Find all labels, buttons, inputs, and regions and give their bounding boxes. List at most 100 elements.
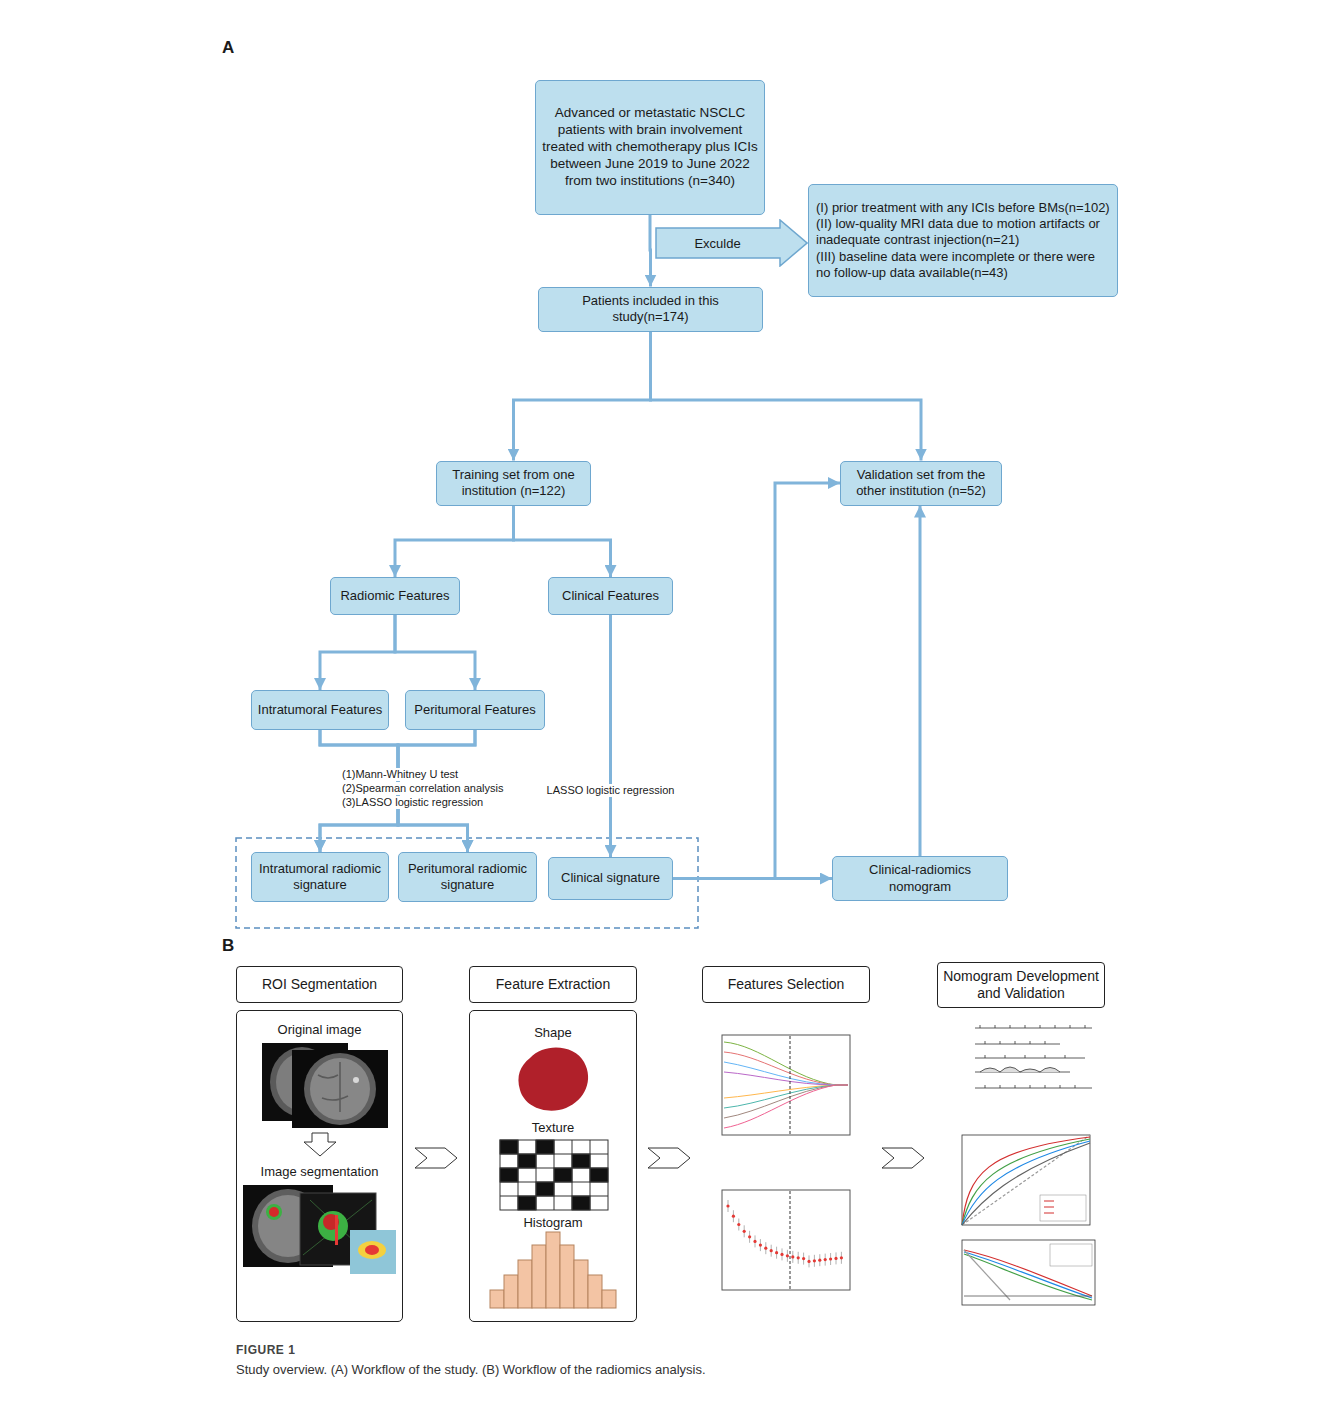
text-wrap: (I) prior treatment with any ICIs before… bbox=[816, 200, 1110, 281]
nomogram-sketch bbox=[980, 1067, 1060, 1072]
block-arrow-outline bbox=[656, 220, 807, 266]
connector bbox=[320, 615, 395, 690]
histogram-bars bbox=[490, 1232, 616, 1308]
step-panel: Original imageImage segmentation bbox=[236, 1010, 403, 1322]
box-text: Intratumoral radiomic signature bbox=[257, 861, 383, 894]
decision-curve-plot bbox=[962, 1240, 1095, 1305]
cv-point bbox=[802, 1257, 805, 1260]
box-text: Peritumoral radiomic signature bbox=[404, 861, 531, 894]
connector bbox=[673, 877, 832, 880]
texture-grid bbox=[518, 1154, 536, 1168]
signature-group-frame bbox=[236, 838, 698, 928]
text-wrap: Training set from one institution (n=122… bbox=[442, 467, 585, 500]
cross-validation-plot bbox=[722, 1190, 850, 1290]
text-wrap: Patients included in this study(n=174) bbox=[544, 293, 757, 326]
texture-grid bbox=[536, 1140, 554, 1154]
box-text: Training set from one institution (n=122… bbox=[442, 467, 585, 500]
mri-segmentation bbox=[365, 1245, 379, 1255]
process-box: Training set from one institution (n=122… bbox=[436, 461, 591, 506]
cv-point bbox=[840, 1256, 843, 1259]
chevron-symbol bbox=[648, 1148, 690, 1168]
lasso-coefficient-plot bbox=[724, 1085, 848, 1128]
histogram-bars bbox=[560, 1245, 574, 1308]
box-text: ROI Segmentation bbox=[242, 976, 397, 993]
lasso-coefficient-plot bbox=[722, 1035, 850, 1135]
cv-point bbox=[753, 1240, 756, 1243]
lasso-coefficient-plot bbox=[724, 1062, 848, 1085]
step-panel: ShapeTextureHistogram bbox=[469, 1010, 637, 1322]
text-wrap: Features Selection bbox=[708, 976, 864, 993]
shape-blob bbox=[518, 1047, 588, 1110]
lasso-coefficient-plot bbox=[724, 1052, 848, 1085]
text-wrap: Peritumoral radiomic signature bbox=[404, 861, 531, 894]
lasso-coefficient-plot bbox=[790, 1036, 791, 1134]
text-wrap: Radiomic Features bbox=[336, 588, 454, 604]
box-text: (I) prior treatment with any ICIs before… bbox=[816, 200, 1110, 216]
cross-validation-plot bbox=[790, 1191, 791, 1289]
nomogram-sketch bbox=[975, 1028, 1092, 1088]
cv-point bbox=[732, 1215, 735, 1218]
box-text: Exculde bbox=[655, 236, 780, 251]
lasso-coefficient-plot bbox=[724, 1085, 848, 1098]
cv-point bbox=[791, 1255, 794, 1258]
process-box: Patients included in this study(n=174) bbox=[538, 287, 763, 332]
text-wrap: Clinical-radiomics nomogram bbox=[838, 862, 1002, 895]
chevron-symbol bbox=[882, 1148, 924, 1168]
mri-segmentation bbox=[266, 1204, 282, 1220]
cv-point bbox=[759, 1244, 762, 1247]
down-arrow bbox=[304, 1133, 336, 1156]
connector bbox=[651, 332, 922, 461]
exclude-arrow: Exculde bbox=[655, 219, 808, 267]
box-text: Clinical-radiomics nomogram bbox=[838, 862, 1002, 895]
histogram-bars bbox=[518, 1260, 532, 1308]
connector bbox=[514, 506, 611, 578]
histogram-bars bbox=[602, 1290, 616, 1308]
lasso-coefficient-plot bbox=[724, 1085, 848, 1108]
process-box: Clinical Features bbox=[548, 577, 673, 615]
text-wrap: Clinical signature bbox=[554, 870, 667, 886]
mri-original bbox=[310, 1058, 370, 1120]
connector bbox=[649, 215, 653, 287]
step-header: Features Selection bbox=[702, 966, 870, 1003]
chevron-symbol bbox=[415, 1148, 924, 1168]
mri-original bbox=[353, 1077, 359, 1083]
text-wrap: Peritumoral Features bbox=[411, 702, 539, 718]
cv-point bbox=[770, 1249, 773, 1252]
roc-plot bbox=[962, 1143, 1090, 1225]
box-text: Clinical signature bbox=[554, 870, 667, 886]
down-arrow bbox=[304, 1133, 336, 1156]
texture-grid bbox=[572, 1196, 590, 1210]
mri-original bbox=[262, 1043, 388, 1128]
process-box: Intratumoral Features bbox=[251, 690, 389, 730]
panel-letter: B bbox=[222, 936, 234, 956]
box-text: Advanced or metastatic NSCLC patients wi… bbox=[541, 105, 759, 189]
mri-original bbox=[292, 1050, 388, 1128]
cv-point bbox=[818, 1259, 821, 1262]
figure-number: FIGURE 1 bbox=[236, 1343, 295, 1357]
connector bbox=[673, 483, 840, 879]
signature-box: Peritumoral radiomic signature bbox=[398, 852, 537, 902]
connector bbox=[609, 615, 612, 857]
lasso-coefficient-plot bbox=[724, 1042, 848, 1085]
cv-point bbox=[813, 1259, 816, 1262]
roc-plot bbox=[962, 1135, 1090, 1225]
roc-plot bbox=[962, 1137, 1090, 1225]
cv-point bbox=[764, 1247, 767, 1250]
connector bbox=[395, 615, 475, 690]
mri-original bbox=[318, 1062, 348, 1112]
panel-label: Texture bbox=[470, 1120, 636, 1136]
nomogram-sketch bbox=[985, 1041, 1045, 1044]
histogram-bars bbox=[574, 1260, 588, 1308]
histogram-bars bbox=[504, 1275, 518, 1308]
roc-plot bbox=[962, 1139, 1090, 1225]
mri-segmentation bbox=[318, 1211, 348, 1241]
roc-plot bbox=[1040, 1195, 1086, 1221]
cv-point bbox=[737, 1223, 740, 1226]
text-wrap: Nomogram Development and Validation bbox=[943, 968, 1099, 1002]
method-note: (3)LASSO logistic regression bbox=[340, 796, 485, 809]
mri-original bbox=[304, 1053, 376, 1125]
panel-label: Image segmentation bbox=[237, 1164, 402, 1180]
histogram-bars bbox=[588, 1275, 602, 1308]
cv-point bbox=[780, 1253, 783, 1256]
